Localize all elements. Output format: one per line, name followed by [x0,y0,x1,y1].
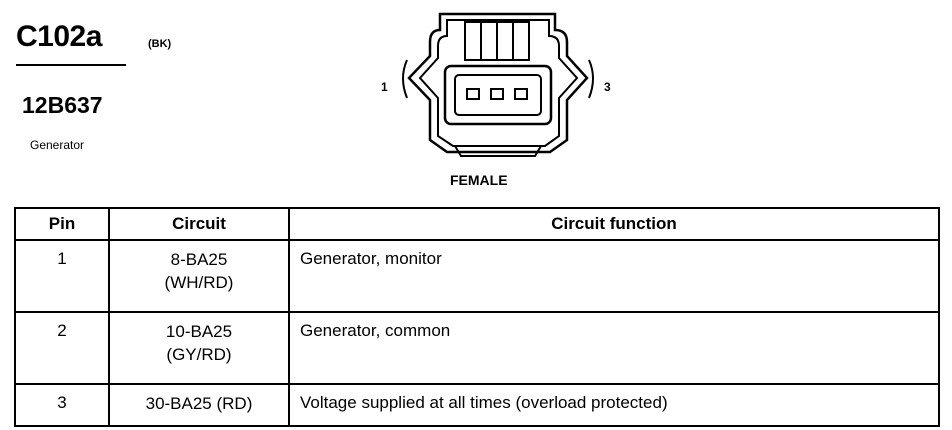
circuit-function: Voltage supplied at all times (overload … [288,383,940,427]
table-row: 3 30-BA25 (RD) Voltage supplied at all t… [14,383,940,427]
title-underline [16,64,126,66]
pin-left-label: 1 [381,80,388,94]
connector-housing [407,12,589,154]
circuit-function: Generator, common [288,311,940,385]
component-description: Generator [30,138,85,152]
circuit-cell: 10-BA25 (GY/RD) [108,311,290,385]
pin-number: 3 [14,383,110,427]
circuit-code: 8-BA25 [170,250,228,269]
circuit-cell: 30-BA25 (RD) [108,383,290,427]
header-function: Circuit function [288,207,940,241]
circuit-cell: 8-BA25 (WH/RD) [108,239,290,313]
terminal-cavity-outer [443,64,553,126]
table-header-row: Pin Circuit Circuit function [14,207,940,241]
terminal-pin-1 [466,88,480,100]
terminal-pin-3 [514,88,528,100]
pin-right-label: 3 [604,80,611,94]
header-circuit: Circuit [108,207,290,241]
table-row: 2 10-BA25 (GY/RD) Generator, common [14,311,940,385]
terminal-cavity-inner [454,74,542,116]
circuit-function: Generator, monitor [288,239,940,313]
connector-gender: FEMALE [450,172,508,188]
part-number: 12B637 [22,92,103,118]
connector-color-code: (BK) [148,38,172,50]
circuit-code: 10-BA25 [165,322,233,341]
connector-id: C102a [16,20,102,53]
circuit-color: (GY/RD) [166,344,232,364]
table-row: 1 8-BA25 (WH/RD) Generator, monitor [14,239,940,313]
connector-face-icon [402,12,594,157]
connector-title-block: C102a (BK) 12B637 Generator [16,20,171,152]
header-pin: Pin [14,207,110,241]
connector-housing-inner [418,19,579,147]
terminal-pin-2 [490,88,504,100]
pin-number: 2 [14,311,110,385]
circuit-code: 30-BA25 (RD) [145,394,253,413]
pinout-table: Pin Circuit Circuit function 1 8-BA25 (W… [14,207,940,427]
pin-number: 1 [14,239,110,313]
circuit-color: (WH/RD) [164,272,234,292]
